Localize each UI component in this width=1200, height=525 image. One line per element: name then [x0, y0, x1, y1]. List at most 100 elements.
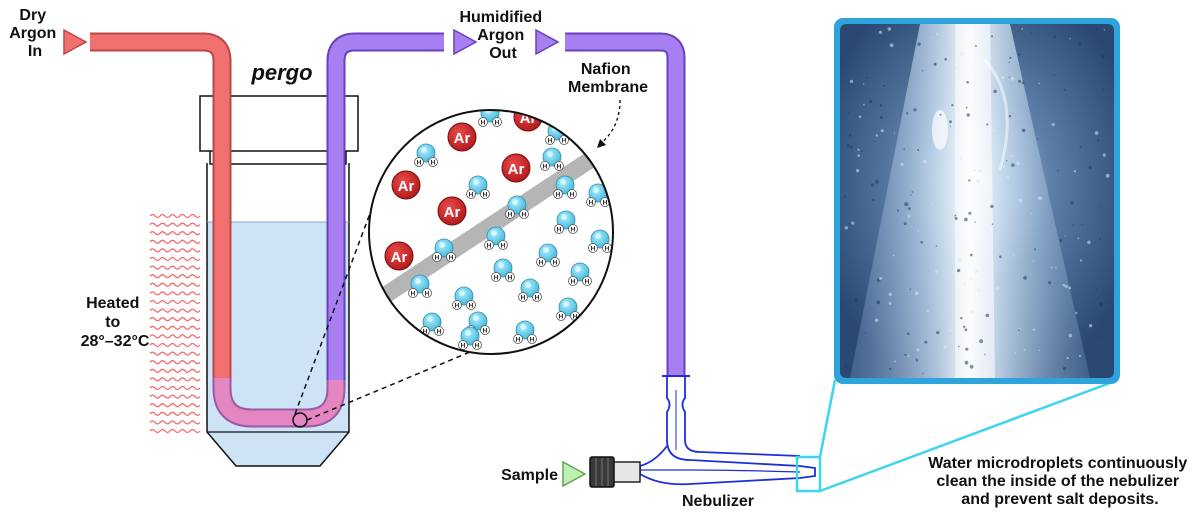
photo-caption: Water microdroplets continuously clean t…	[928, 455, 1191, 508]
heat-wave-line	[149, 368, 201, 373]
hydrogen-symbol: H	[539, 260, 544, 267]
zoom-line-upper	[294, 191, 379, 415]
sample-label: Sample	[501, 467, 558, 484]
humidified-argon-tube	[328, 34, 444, 380]
heat-wave-line	[149, 351, 201, 356]
hydrogen-symbol: H	[585, 279, 590, 286]
dry-argon-tube	[90, 34, 230, 390]
hydrogen-symbol: H	[553, 260, 558, 267]
hydrogen-symbol: H	[481, 120, 486, 127]
heat-wave-line	[149, 248, 201, 253]
hydrogen-symbol: H	[508, 212, 513, 219]
hydrogen-symbol: H	[437, 329, 442, 336]
hydrogen-symbol: H	[494, 275, 499, 282]
zoom-line-lower	[306, 351, 471, 421]
heat-wave-line	[149, 308, 201, 313]
argon-atom: Ar	[501, 153, 531, 183]
heat-wave-line	[149, 213, 201, 219]
argon-out-arrow-icon	[453, 28, 478, 56]
nebulizer-glass	[639, 376, 816, 486]
hydrogen-symbol: H	[461, 343, 466, 350]
hydrogen-symbol: H	[562, 138, 567, 145]
hydrogen-symbol: H	[449, 255, 454, 262]
dry-argon-arrow-icon	[63, 28, 88, 56]
callout-line-right	[819, 378, 1119, 493]
nafion-membrane	[373, 132, 613, 308]
nafion-u-bend	[214, 378, 344, 426]
hydrogen-symbol: H	[435, 255, 440, 262]
hydrogen-symbol: H	[557, 164, 562, 171]
nafion-pointer-arrowhead-icon	[597, 139, 606, 148]
dry-argon-label: Dry Argon In	[9, 7, 61, 60]
argon-atom: Ar	[384, 241, 414, 271]
hydrogen-symbol: H	[411, 291, 416, 298]
argon-atom: Ar	[391, 170, 421, 200]
sample-arrow-icon	[562, 460, 587, 488]
argon-symbol: Ar	[444, 204, 461, 221]
hydrogen-symbol: H	[522, 212, 527, 219]
hydrogen-symbol: H	[425, 291, 430, 298]
heat-wave-line	[149, 334, 201, 339]
hydrogen-symbol: H	[431, 160, 436, 167]
heat-wave-line	[149, 403, 201, 408]
hydrogen-symbol: H	[495, 120, 500, 127]
hydrogen-symbol: H	[556, 192, 561, 199]
tube-to-nebulizer	[565, 34, 684, 376]
heat-wave-line	[149, 265, 201, 270]
heat-wave-line	[149, 411, 201, 416]
heat-wave-line	[149, 420, 201, 425]
hydrogen-symbol: H	[469, 303, 474, 310]
hydrogen-symbol: H	[475, 343, 480, 350]
hydrogen-symbol: H	[501, 243, 506, 250]
heat-wave-line	[149, 222, 201, 227]
heat-wave-line	[149, 342, 201, 348]
heat-wave-line	[149, 360, 201, 365]
argon-atom: Ar	[513, 110, 543, 132]
hydrogen-symbol: H	[455, 303, 460, 310]
argon-flow-arrow-icon	[535, 28, 560, 56]
hydrogen-symbol: H	[469, 192, 474, 199]
heat-wave-line	[149, 256, 201, 262]
hydrogen-symbol: H	[521, 295, 526, 302]
hydrogen-symbol: H	[508, 275, 513, 282]
hydrogen-symbol: H	[573, 314, 578, 321]
hydrogen-symbol: H	[423, 329, 428, 336]
heat-wave-line	[149, 394, 201, 399]
heat-wave-line	[149, 428, 201, 434]
hydrogen-symbol: H	[417, 160, 422, 167]
argon-symbol: Ar	[391, 249, 408, 266]
hydrogen-symbol: H	[571, 279, 576, 286]
heat-wave-line	[149, 274, 201, 279]
tubing	[90, 32, 686, 428]
nafion-pointer	[599, 99, 621, 145]
hydrogen-symbol: H	[557, 227, 562, 234]
heat-wave-line	[149, 385, 201, 391]
hydrogen-symbol: H	[516, 337, 521, 344]
hydrogen-symbol: H	[559, 314, 564, 321]
hydrogen-symbol: H	[483, 328, 488, 335]
nebulizer-tip-photo	[834, 18, 1120, 384]
heat-wave-line	[149, 239, 201, 244]
hydrogen-symbol: H	[543, 164, 548, 171]
hydrogen-symbol: H	[603, 200, 608, 207]
argon-atom: Ar	[437, 196, 467, 226]
brand-label: pergo	[250, 60, 312, 85]
argon-symbol: Ar	[508, 161, 525, 178]
heat-wave-line	[149, 325, 201, 330]
hydrogen-symbol: H	[589, 200, 594, 207]
heat-wave-line	[149, 299, 201, 305]
